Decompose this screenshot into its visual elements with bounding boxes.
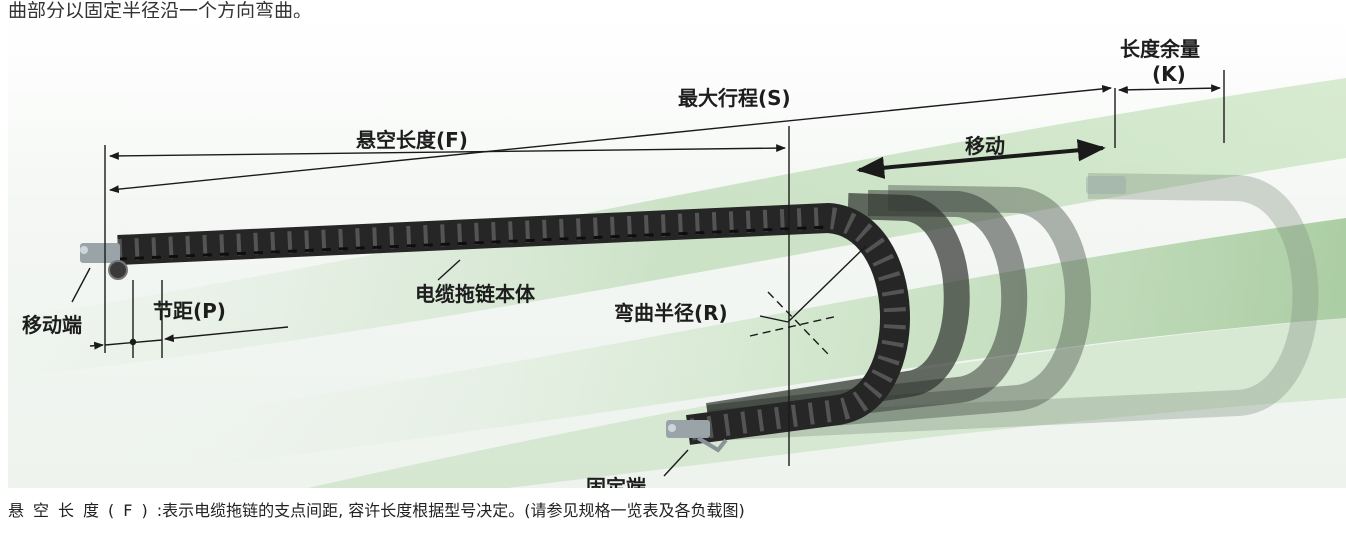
footer-term: 悬空长度(F) — [8, 501, 157, 520]
slack-label: 长度余量 — [1120, 37, 1200, 61]
top-caption: 曲部分以固定半径沿一个方向弯曲。 — [8, 0, 313, 22]
fixed-end-label: 固定端 — [586, 475, 646, 488]
chain-trail-ghosts — [705, 173, 1319, 441]
footer-separator: : — [156, 501, 163, 520]
unsupported-length-label: 悬空长度(F) — [356, 128, 468, 152]
chain-body-label: 电缆拖链本体 — [415, 282, 535, 306]
ghost-end-bracket — [1086, 176, 1126, 194]
footer-description: 表示电缆拖链的支点间距, 容许长度根据型号决定。(请参见规格一览表及各负载图) — [162, 501, 745, 520]
diagram: 长度余量 (K) 最大行程(S) 悬空长度(F) 移动 电缆拖链本体 弯曲半径(… — [8, 18, 1346, 488]
moving-end-label: 移动端 — [22, 313, 82, 337]
diagram-graphic — [8, 70, 1346, 488]
footer-caption: 悬空长度(F):表示电缆拖链的支点间距, 容许长度根据型号决定。(请参见规格一览… — [8, 497, 745, 521]
moving-end-bracket — [80, 243, 128, 280]
slack-symbol-label: (K) — [1152, 62, 1186, 86]
cable-chain-body — [117, 202, 910, 445]
bend-radius-label: 弯曲半径(R) — [614, 301, 728, 325]
max-stroke-label: 最大行程(S) — [678, 86, 791, 110]
dimension-lines — [71, 70, 1225, 477]
fixed-end-bracket — [666, 420, 728, 453]
movement-label: 移动 — [965, 134, 1005, 158]
pitch-label: 节距(P) — [153, 299, 226, 323]
